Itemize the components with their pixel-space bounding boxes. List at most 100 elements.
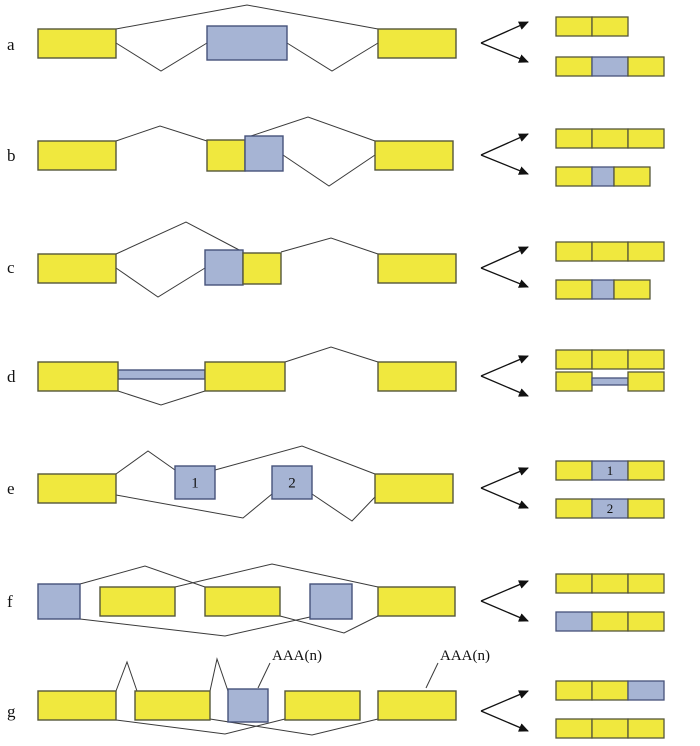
product-alt-box <box>591 377 629 386</box>
product-exon-number: 2 <box>607 501 614 516</box>
row-d: d <box>7 346 665 406</box>
alt-exon-box <box>117 369 206 380</box>
polya-label: AAA(n) <box>440 648 490 664</box>
polya-pointer-line <box>257 662 271 689</box>
exon-box <box>377 586 456 617</box>
product-exon-box <box>627 349 665 370</box>
product-alt-box <box>591 56 629 77</box>
product-arrow <box>480 487 529 509</box>
product-exon-box <box>627 371 665 392</box>
product-exon-box <box>555 573 593 594</box>
row-label-g: g <box>7 702 16 721</box>
splice-line <box>174 563 379 588</box>
product-exon-box <box>591 241 629 262</box>
product-arrow <box>480 246 529 269</box>
row-label-d: d <box>7 367 16 386</box>
product-exon-box <box>555 718 593 739</box>
product-exon-box <box>591 128 629 149</box>
splice-line <box>286 42 379 72</box>
product-exon-box <box>591 680 629 701</box>
row-b: b <box>7 116 665 187</box>
product-arrow <box>480 133 529 156</box>
alt-exon-box <box>271 465 313 500</box>
splice-line <box>115 42 208 72</box>
row-f: f <box>7 563 665 637</box>
product-arrow <box>480 690 529 712</box>
product-exon-box <box>613 279 651 300</box>
product-exon-box <box>627 460 665 481</box>
exon-box <box>37 28 117 59</box>
product-exon-box <box>555 56 593 77</box>
exon-box <box>377 28 457 59</box>
exon-box <box>377 361 457 392</box>
product-exon-box <box>555 680 593 701</box>
polya-pointer-line <box>425 662 439 689</box>
splice-line <box>115 718 286 735</box>
product-arrow <box>480 467 529 489</box>
product-exon-box <box>555 166 593 187</box>
row-label-f: f <box>7 592 13 611</box>
row-a: a <box>7 4 665 77</box>
product-exon-box <box>627 718 665 739</box>
splice-line <box>115 493 273 519</box>
exon-box <box>284 690 361 721</box>
product-arrow <box>480 267 529 288</box>
exon-box <box>204 361 286 392</box>
product-arrow <box>480 580 529 602</box>
splice-line <box>115 125 208 142</box>
row-label-b: b <box>7 146 16 165</box>
product-exon-box <box>591 718 629 739</box>
splice-line <box>311 493 376 522</box>
splice-line <box>115 4 379 30</box>
product-alt-box <box>591 279 615 300</box>
alt-exon-box <box>244 135 284 172</box>
splice-line <box>209 657 229 692</box>
product-alt-box <box>627 680 665 701</box>
product-arrow <box>480 355 529 377</box>
exon-box <box>206 139 246 172</box>
product-arrow <box>480 710 529 732</box>
exon-box <box>377 253 457 284</box>
splice-line <box>280 237 379 255</box>
product-exon-box <box>627 128 665 149</box>
product-alt-box <box>555 611 593 632</box>
product-exon-box <box>555 16 593 37</box>
exon-box <box>37 473 117 504</box>
product-exon-box <box>591 611 629 632</box>
exon-box <box>99 586 176 617</box>
product-exon-box <box>591 16 629 37</box>
exon-box <box>37 361 119 392</box>
exon-box <box>134 690 211 721</box>
splice-line <box>209 718 379 736</box>
product-arrow <box>480 600 529 622</box>
product-arrow <box>480 154 529 175</box>
splice-line <box>279 615 379 634</box>
product-exon-box <box>591 573 629 594</box>
exon-box <box>374 140 454 171</box>
product-exon-box <box>627 241 665 262</box>
splice-line <box>79 565 206 588</box>
splice-line <box>244 116 376 142</box>
product-alt-box <box>591 166 615 187</box>
alt-exon-number: 1 <box>191 476 199 492</box>
product-exon-box <box>555 279 593 300</box>
product-arrow <box>480 21 529 44</box>
product-exon-box <box>555 371 593 392</box>
splice-line <box>282 154 376 187</box>
product-exon-box <box>555 128 593 149</box>
row-label-e: e <box>7 479 15 498</box>
alt-exon-box <box>206 25 288 61</box>
row-c: c <box>7 221 665 300</box>
product-exon-box <box>555 349 593 370</box>
product-exon-box <box>613 166 651 187</box>
row-label-c: c <box>7 258 15 277</box>
product-exon-box <box>555 460 593 481</box>
alt-exon-number: 2 <box>288 476 296 492</box>
splice-line <box>115 660 138 692</box>
product-exon-box <box>627 611 665 632</box>
product-exon-box <box>627 56 665 77</box>
